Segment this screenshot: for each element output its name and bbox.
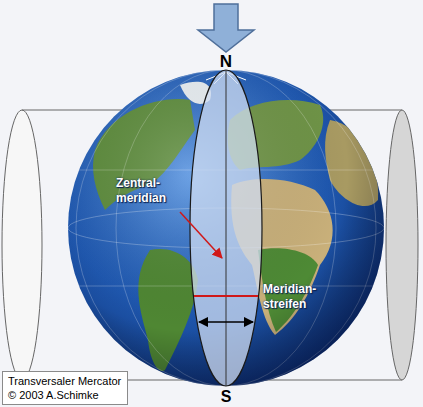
globe bbox=[68, 70, 384, 386]
meridian-strip-label: Meridian- streifen bbox=[263, 282, 333, 312]
projection-arrow bbox=[198, 4, 254, 52]
caption-text: © 2003 A.Schimke bbox=[8, 388, 122, 402]
meridian-strip bbox=[190, 70, 262, 386]
central-meridian-label: Zentral- meridian bbox=[116, 176, 188, 206]
leader-line bbox=[180, 212, 222, 258]
caption-box: Transversaler Mercator© 2003 A.Schimke bbox=[2, 371, 128, 405]
north-pole-label: N bbox=[216, 53, 236, 71]
caption-text: Transversaler Mercator bbox=[8, 374, 122, 388]
south-pole-label: S bbox=[216, 388, 236, 405]
